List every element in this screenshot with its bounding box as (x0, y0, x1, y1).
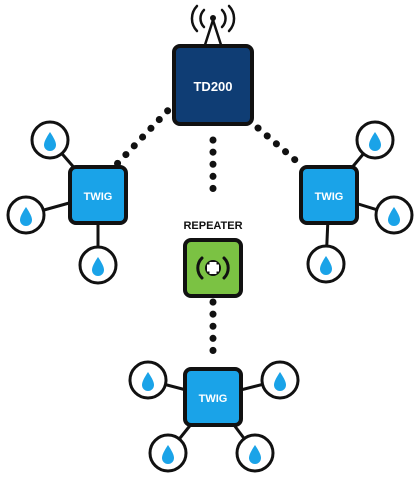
sensor-node (235, 433, 275, 473)
sensor-node (355, 120, 395, 160)
sensor-node (306, 244, 346, 284)
twig-node-right: TWIG (299, 165, 359, 225)
sensor-nodes (6, 120, 414, 473)
twig-label: TWIG (315, 191, 344, 203)
sensor-node (6, 195, 46, 235)
sensor-node (128, 360, 168, 400)
sensor-node (78, 245, 118, 285)
sensor-node (30, 120, 70, 160)
link-gateway-right-twig (254, 124, 305, 169)
sensor-node (374, 195, 414, 235)
repeater-caption: REPEATER (183, 220, 242, 232)
repeater-node: REPEATER (183, 220, 243, 298)
dotted-links (112, 98, 305, 364)
gateway-label: TD200 (193, 79, 232, 94)
twig-node-bottom: TWIG (183, 367, 243, 427)
twig-label: TWIG (84, 191, 113, 203)
sensor-node (260, 360, 300, 400)
link-gateway-left-twig (112, 98, 180, 169)
repeater-plus-icon (196, 256, 230, 280)
gateway-node: TD200 (172, 4, 254, 126)
wifi-antenna-icon (190, 4, 236, 50)
sensor-node (148, 433, 188, 473)
twig-label: TWIG (199, 393, 228, 405)
twig-node-left: TWIG (68, 165, 128, 225)
